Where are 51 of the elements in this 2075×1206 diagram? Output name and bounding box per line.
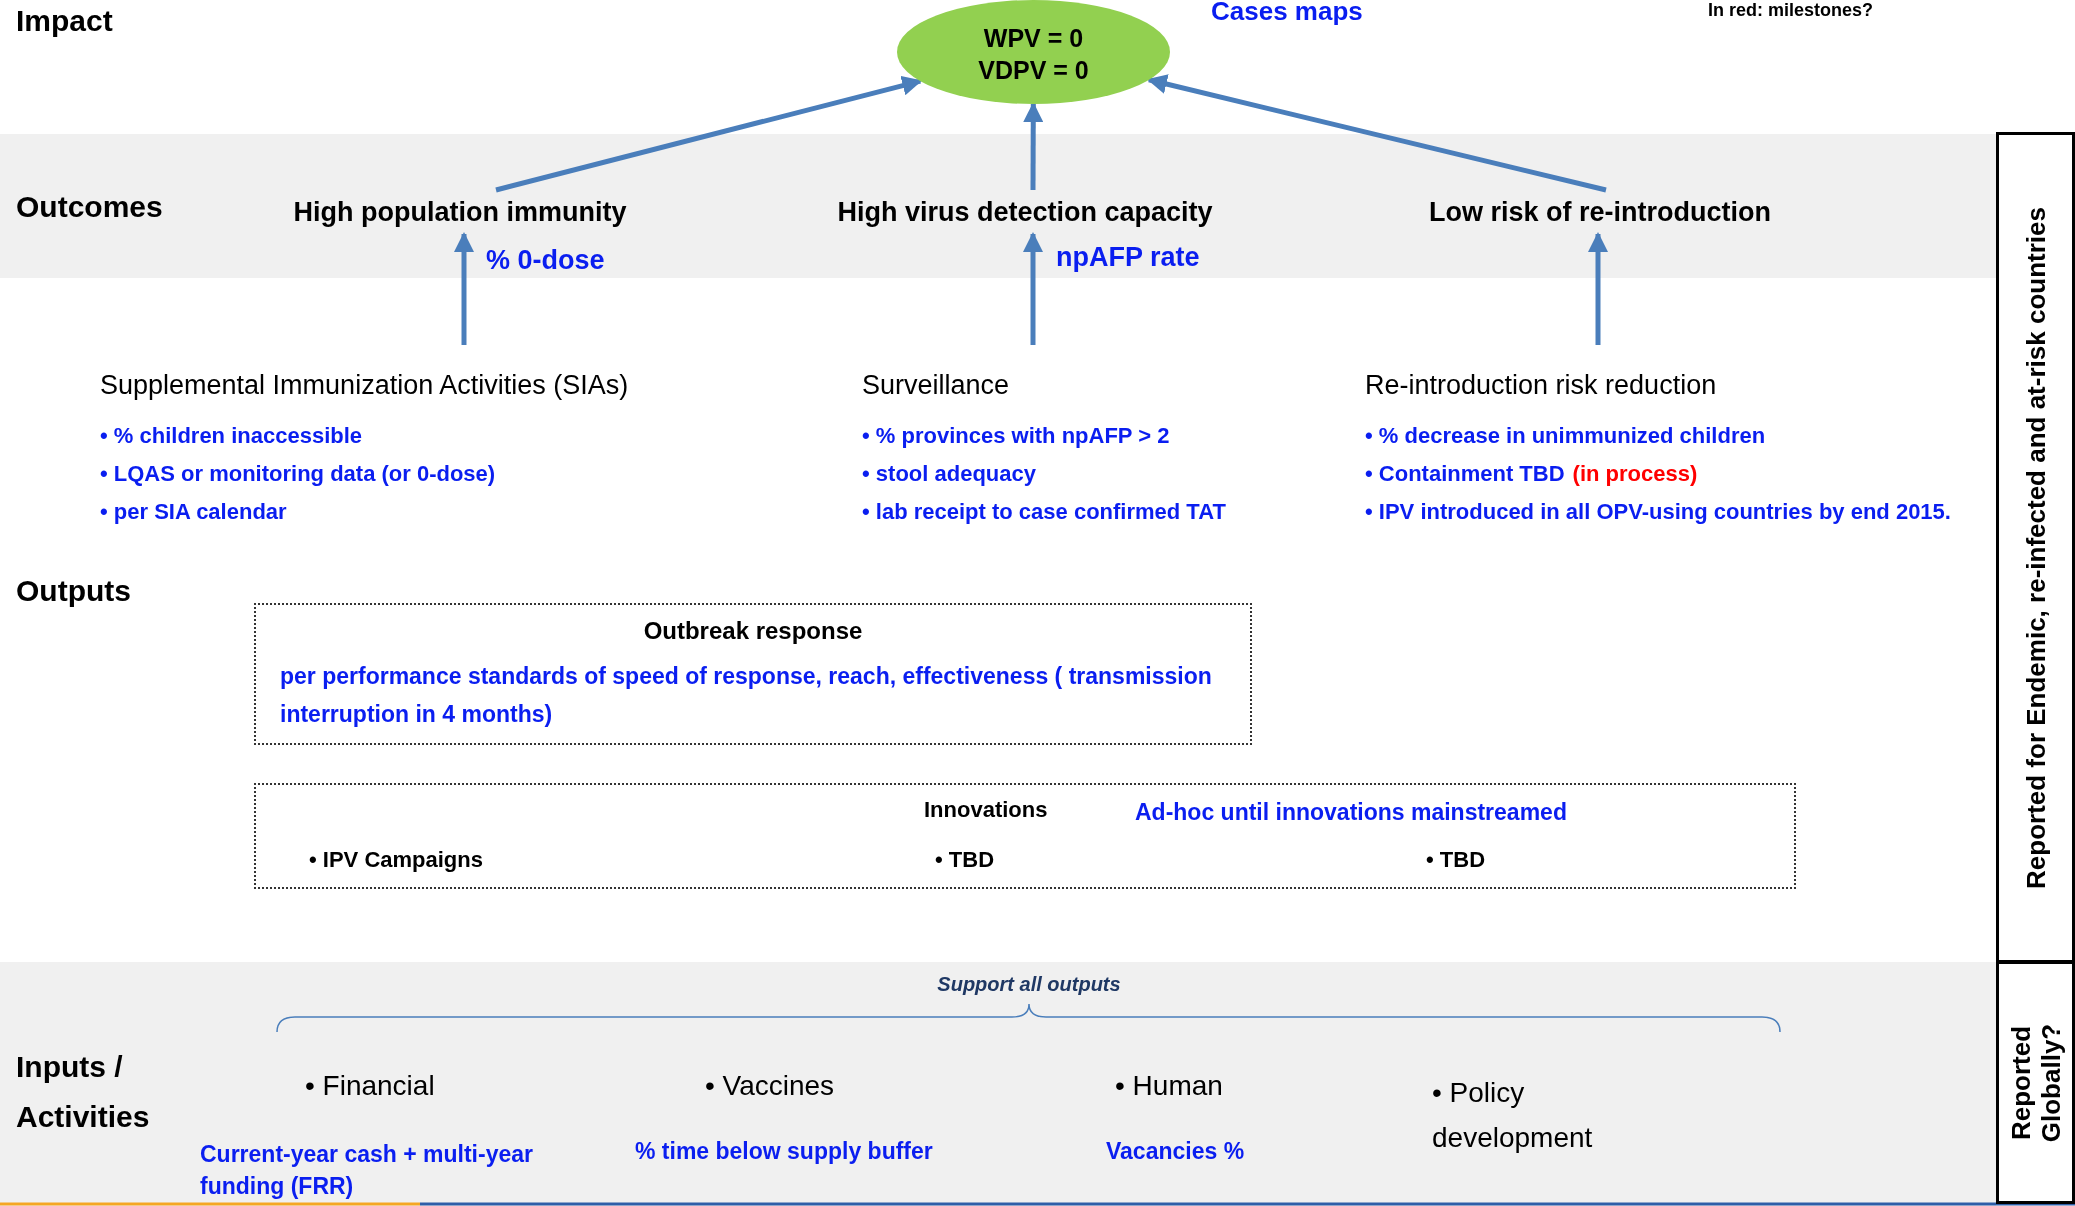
outcome-title: High virus detection capacity: [790, 190, 1260, 234]
output-heading: Re-introduction risk reduction: [1365, 369, 1718, 402]
arrow: [454, 232, 474, 345]
goal-text: VDPV = 0: [977, 55, 1090, 86]
indicator: % time below supply buffer: [635, 1138, 933, 1165]
output-heading: Supplemental Immunization Activities (SIAs): [100, 369, 630, 402]
indicator: per performance standards of speed of response, reach, effectiveness ( transmission interruption in 4 months): [280, 662, 1213, 729]
indicator: • % decrease in unimmunized children: [1365, 422, 1766, 450]
outcome-title: High population immunity: [250, 190, 670, 234]
indicator: Current-year cash + multi-year funding (FRR): [200, 1140, 534, 1201]
side-box: [1996, 961, 2075, 1204]
indicator: • stool adequacy: [862, 460, 1036, 488]
input-item: • Financial: [305, 1070, 435, 1102]
section-label: Impact: [16, 4, 113, 38]
indicator: • IPV introduced in all OPV-using countries by end 2015.: [1365, 498, 1951, 526]
indicator: • lab receipt to case confirmed TAT: [862, 498, 1226, 526]
innovation-item: • TBD: [1426, 847, 1486, 873]
section-label: Inputs / Activities: [16, 1049, 151, 1135]
output-heading: Surveillance: [862, 369, 1011, 402]
arrow: [1023, 102, 1044, 190]
indicator: • % provinces with npAFP > 2: [862, 422, 1170, 450]
outcome-title: Low risk of re-introduction: [1390, 190, 1810, 234]
side-note: Reported for Endemic, re-infected and at-risk countries: [2019, 205, 2052, 891]
input-item: • Policy development: [1432, 1076, 1594, 1155]
side-box: [1996, 132, 2075, 963]
indicator: % 0-dose: [486, 245, 605, 276]
section-label: Outcomes: [16, 190, 163, 224]
innovation-item: • TBD: [935, 847, 995, 873]
section-label: Outputs: [16, 574, 131, 608]
indicator: • Containment TBD: [1365, 460, 1565, 488]
goal-text: WPV = 0: [982, 23, 1085, 54]
indicator: • per SIA calendar: [100, 498, 287, 526]
indicator: npAFP rate: [1056, 242, 1200, 273]
note: In red: milestones?: [1708, 0, 1874, 21]
arrow: [1146, 74, 1607, 193]
box-heading: Innovations: [924, 797, 1048, 823]
indicator: • % children inaccessible: [100, 422, 363, 450]
arrow: [495, 75, 923, 193]
indicator: Cases maps: [1211, 0, 1363, 27]
note: Support all outputs: [936, 973, 1122, 996]
side-note: Reported Globally?: [2004, 1022, 2067, 1144]
milestone-note: (in process): [1572, 460, 1698, 488]
indicator: Ad-hoc until innovations mainstreamed: [1135, 799, 1567, 826]
arrow: [1023, 232, 1043, 345]
box-heading: Outbreak response: [642, 616, 864, 646]
indicator: Vacancies %: [1106, 1138, 1245, 1165]
arrow: [1588, 232, 1608, 345]
input-item: • Vaccines: [705, 1070, 835, 1102]
input-item: • Human: [1115, 1070, 1223, 1102]
indicator: • LQAS or monitoring data (or 0-dose): [100, 460, 496, 488]
innovation-item: • IPV Campaigns: [309, 847, 483, 873]
